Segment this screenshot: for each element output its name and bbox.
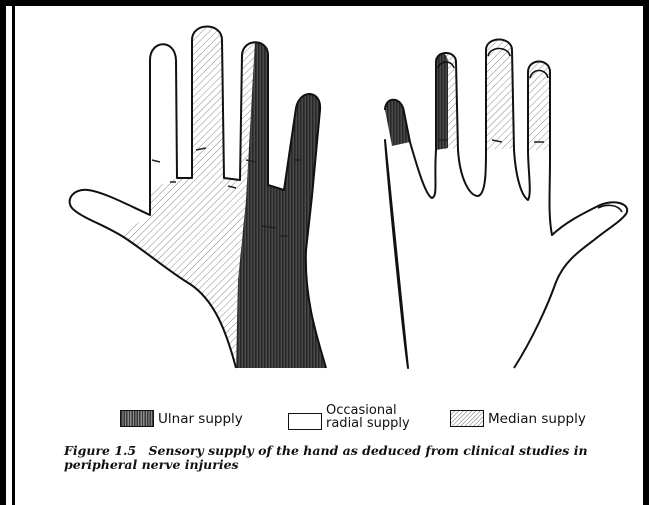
- ulnar-swatch: [120, 410, 154, 427]
- legend-label-radial-line2: radial supply: [326, 417, 410, 430]
- figure-caption: Figure 1.5 Sensory supply of the hand as…: [64, 444, 634, 472]
- legend: Ulnar supply Occasional radial supply Me…: [120, 402, 640, 438]
- caption-number: Figure 1.5: [64, 443, 136, 458]
- median-swatch: [450, 410, 484, 427]
- legend-label-radial: Occasional radial supply: [326, 404, 410, 430]
- legend-item-median: Median supply: [450, 410, 586, 427]
- legend-label-ulnar: Ulnar supply: [158, 411, 243, 427]
- caption-text: Sensory supply of the hand as deduced fr…: [64, 443, 588, 472]
- left-hand-index-plain: [150, 44, 177, 190]
- legend-label-median: Median supply: [488, 411, 586, 427]
- radial-swatch: [288, 413, 322, 430]
- right-hand-middle-median: [486, 40, 514, 151]
- right-hand: [385, 40, 627, 369]
- legend-item-ulnar: Ulnar supply: [120, 410, 243, 427]
- left-hand: [70, 27, 326, 369]
- legend-item-radial: Occasional radial supply: [288, 404, 410, 430]
